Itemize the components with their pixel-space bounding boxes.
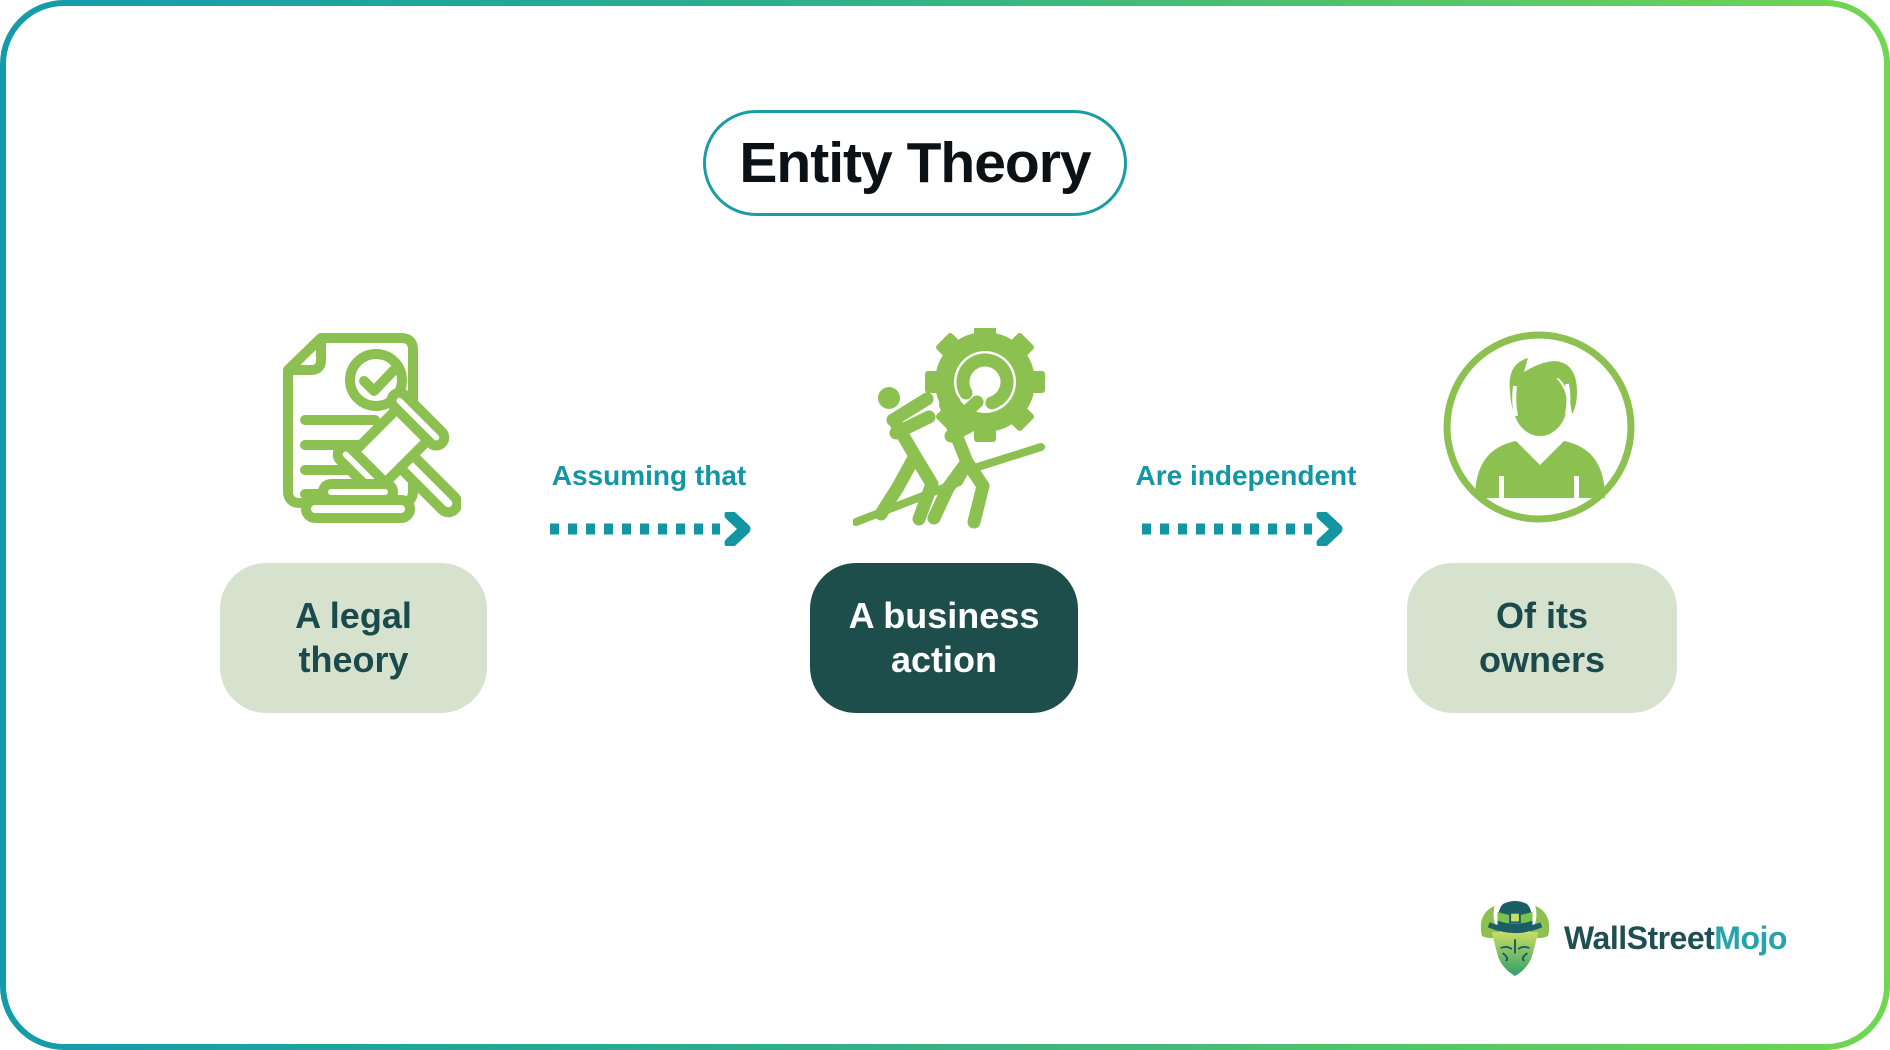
page-title: Entity Theory bbox=[703, 110, 1127, 216]
bull-tophat-icon bbox=[1480, 901, 1550, 976]
teamwork-gear-icon bbox=[852, 322, 1050, 530]
brand-wordmark-wallstreet: WallStreet bbox=[1564, 919, 1715, 956]
inner-white-panel bbox=[6, 6, 1884, 1044]
dotted-arrow-right-icon bbox=[548, 509, 762, 549]
person-circle-icon bbox=[1440, 328, 1638, 526]
step-box-business-action: A business action bbox=[810, 563, 1078, 713]
dotted-arrow-right-icon bbox=[1140, 509, 1354, 549]
connector-label-are-independent: Are independent bbox=[1135, 460, 1357, 491]
brand-wordmark: WallStreetMojo bbox=[1564, 920, 1787, 957]
legal-document-gavel-icon bbox=[243, 328, 463, 530]
step-box-of-its-owners: Of its owners bbox=[1407, 563, 1677, 713]
connector-label-assuming-that: Assuming that bbox=[551, 460, 747, 491]
step-box-legal-theory: A legal theory bbox=[220, 563, 487, 713]
brand-logo: WallStreetMojo bbox=[1478, 898, 1787, 978]
brand-wordmark-mojo: Mojo bbox=[1714, 919, 1787, 956]
